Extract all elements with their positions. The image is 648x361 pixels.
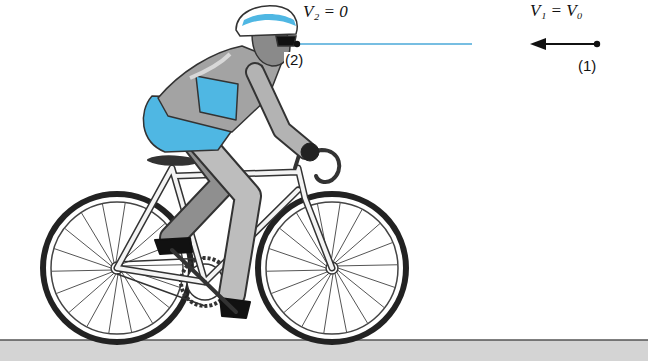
wheel-spoke xyxy=(333,209,362,262)
cyclist-head xyxy=(242,14,296,26)
wheel-spoke xyxy=(338,265,398,266)
wheel-spoke xyxy=(302,274,331,327)
wheel-spoke xyxy=(109,274,118,334)
cyclist-leg xyxy=(155,130,250,318)
cyclist-head xyxy=(236,6,297,36)
velocity-arrow xyxy=(530,38,600,50)
cyclist-arm xyxy=(255,72,319,161)
velocity-arrow xyxy=(530,38,546,50)
wheel-spoke xyxy=(120,273,132,332)
cyclist-leg xyxy=(195,135,248,294)
velocity-arrow xyxy=(594,41,600,47)
wheel-spoke xyxy=(271,272,327,294)
wheel-spoke xyxy=(123,265,183,266)
cyclist-arm xyxy=(255,72,306,150)
cyclist-leg xyxy=(205,282,236,312)
streamline xyxy=(300,43,472,45)
wheel-spoke xyxy=(69,273,114,313)
wheel-spoke xyxy=(87,274,116,327)
wheel-spoke xyxy=(335,223,380,263)
wheel-spoke xyxy=(331,203,340,263)
velocity-label: V₁ = V₀ xyxy=(530,2,583,21)
wheel-spoke xyxy=(335,273,347,332)
velocity-label: V₂ = 0 xyxy=(303,3,348,22)
cyclist-arm xyxy=(255,72,306,150)
wheel-spoke xyxy=(338,270,385,308)
wheel-spoke xyxy=(324,274,333,334)
cyclist-body xyxy=(196,76,238,120)
wheel-spoke xyxy=(102,204,114,263)
point-number: (1) xyxy=(577,58,597,75)
cyclist-leg xyxy=(195,135,248,294)
point-number: (2) xyxy=(284,52,304,69)
streamline xyxy=(294,41,300,47)
wheel-spoke xyxy=(284,273,329,313)
velocity-arrow xyxy=(544,43,597,45)
wheel-spoke xyxy=(81,213,112,265)
cyclist-leg xyxy=(172,250,205,282)
wheel-spoke xyxy=(56,272,112,294)
cyclist-arm xyxy=(301,143,319,161)
chainring xyxy=(117,258,229,306)
cyclist-head xyxy=(276,36,296,46)
wheel-spoke xyxy=(122,272,153,324)
wheel-spoke xyxy=(51,270,111,271)
wheel-spoke xyxy=(337,272,368,324)
wheel-spoke xyxy=(266,270,326,271)
chainring xyxy=(117,258,205,262)
cyclist-body xyxy=(190,54,230,78)
wheel-spoke xyxy=(337,242,393,264)
streamline xyxy=(294,41,472,47)
wheel-spoke xyxy=(64,228,111,266)
